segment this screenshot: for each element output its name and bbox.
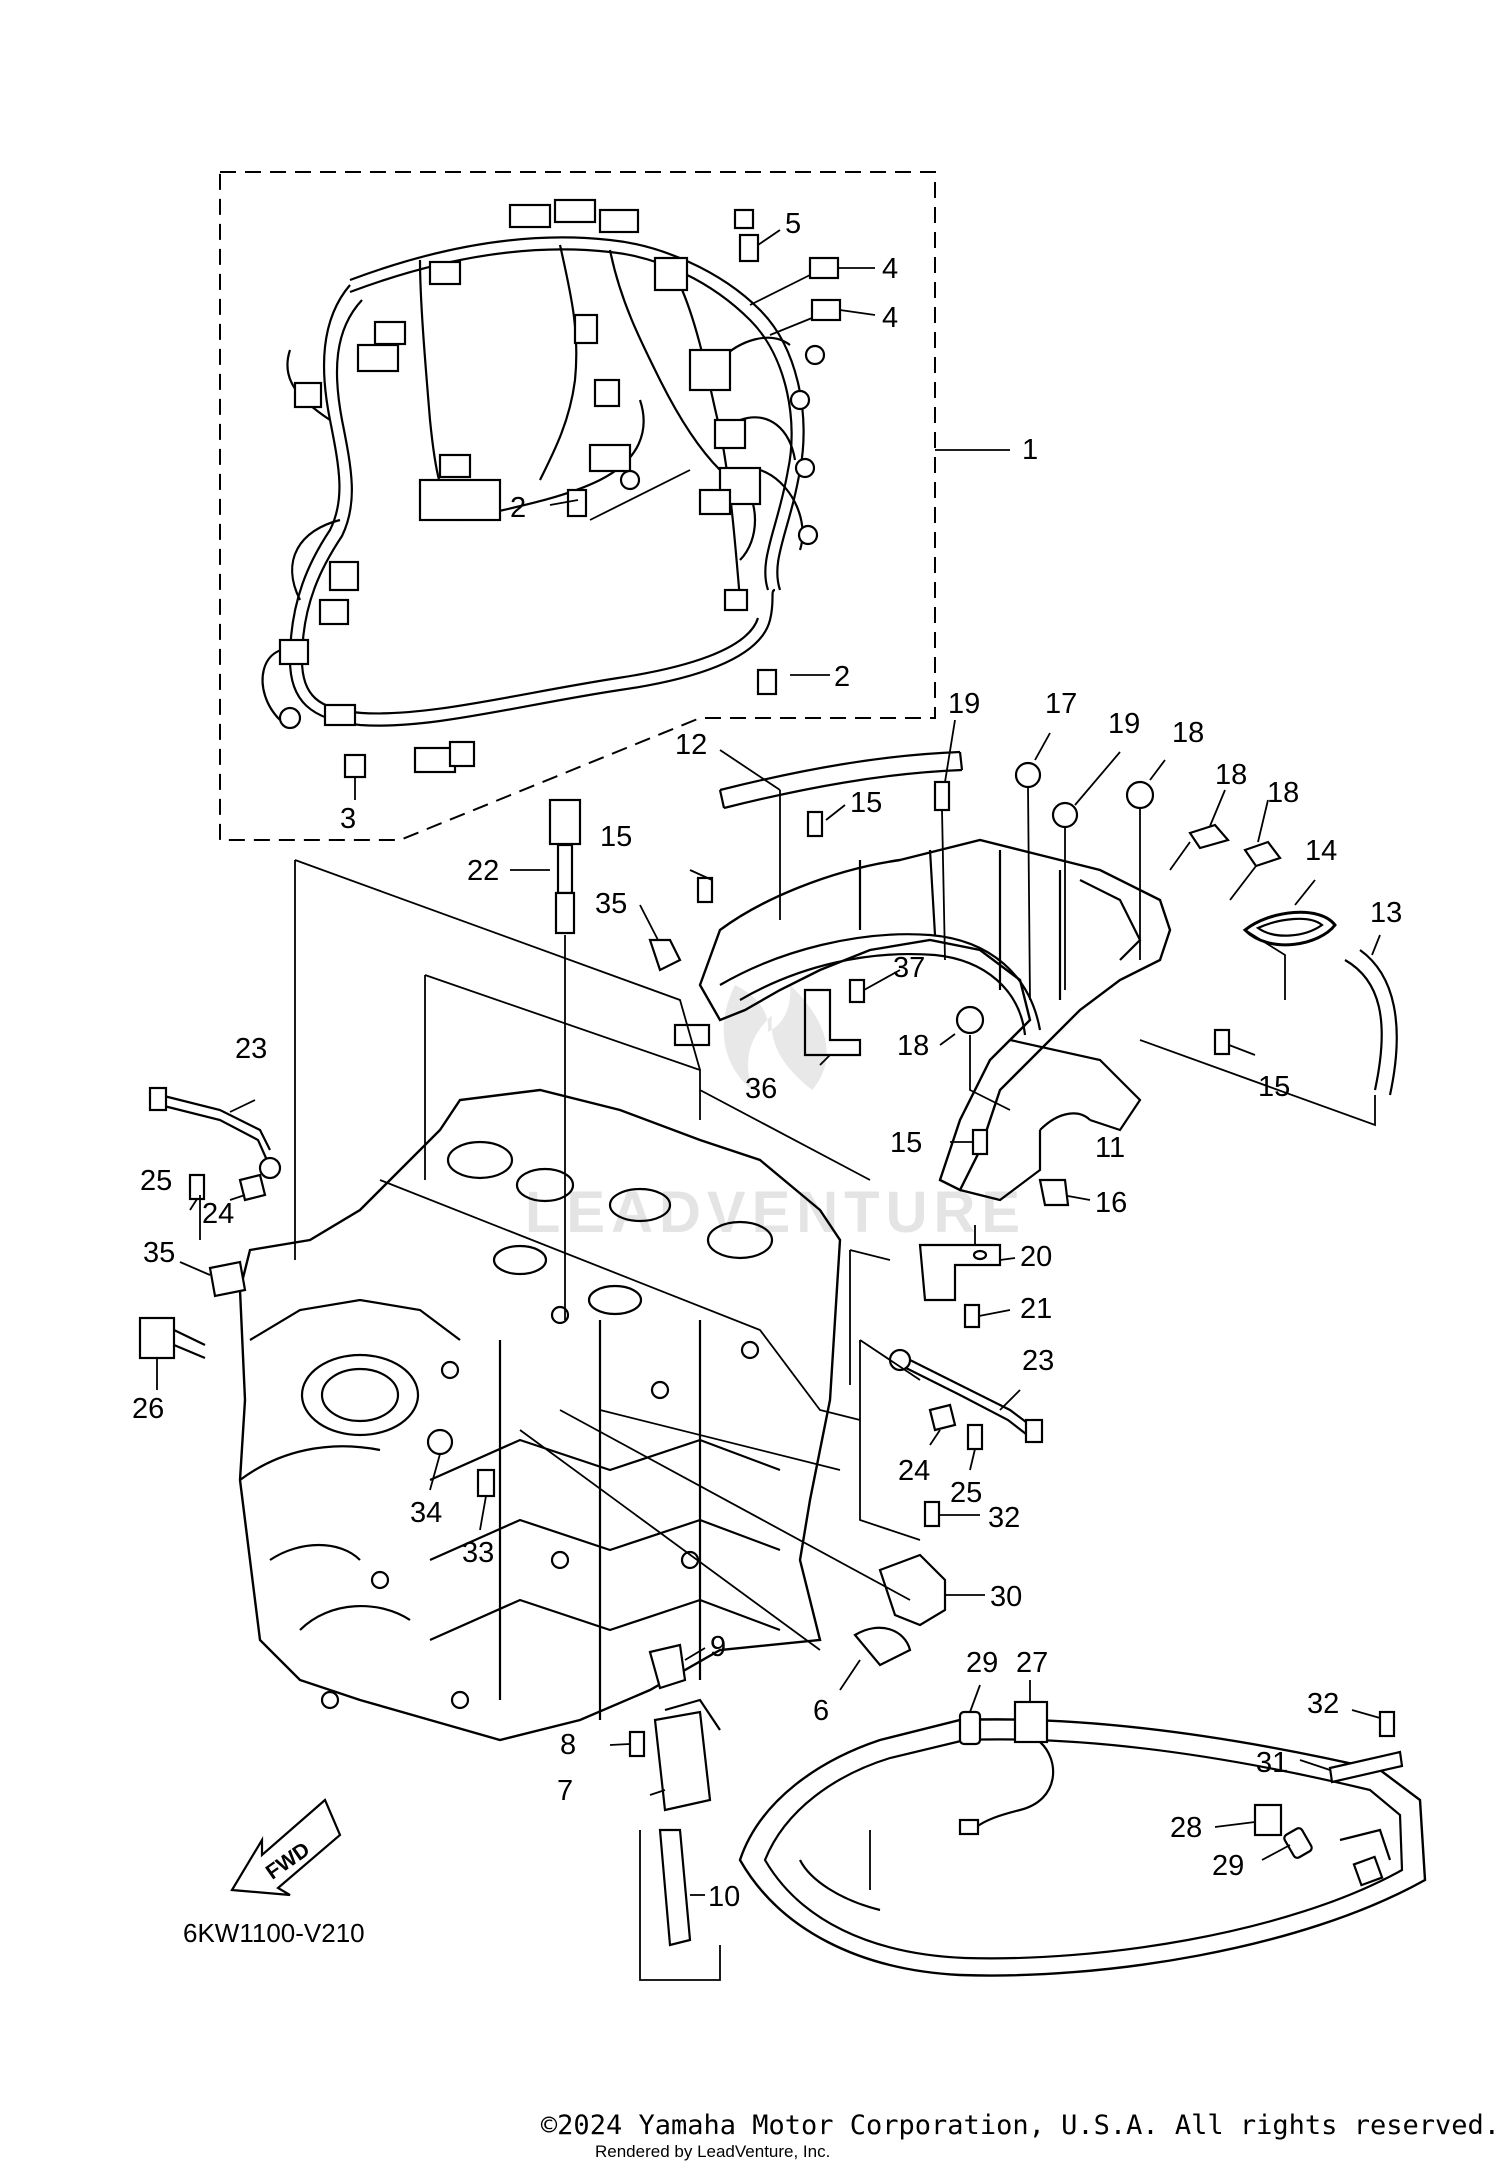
callout-37: 37 xyxy=(893,952,925,984)
bottom-tray-group xyxy=(628,1500,1427,1977)
callout-4-lower: 4 xyxy=(882,302,898,334)
callout-23-lower: 23 xyxy=(1022,1345,1054,1377)
callout-18-d: 18 xyxy=(897,1030,929,1062)
callout-19-b: 19 xyxy=(1108,708,1140,740)
callout-9: 9 xyxy=(710,1631,726,1663)
callout-6: 6 xyxy=(813,1695,829,1727)
callout-27: 27 xyxy=(1016,1647,1048,1679)
callout-19-a: 19 xyxy=(948,688,980,720)
callout-1: 1 xyxy=(1022,434,1038,466)
callout-25-upper: 25 xyxy=(140,1165,172,1197)
callout-34: 34 xyxy=(410,1497,442,1529)
callout-labels: 1 2 2 3 4 4 5 6 7 8 9 10 11 12 13 14 15 … xyxy=(132,208,1402,1913)
callout-18-b: 18 xyxy=(1215,759,1247,791)
callout-26: 26 xyxy=(132,1393,164,1425)
callout-8: 8 xyxy=(560,1729,576,1761)
callout-22: 22 xyxy=(467,855,499,887)
callout-33: 33 xyxy=(462,1537,494,1569)
callout-14: 14 xyxy=(1305,835,1337,867)
callout-31: 31 xyxy=(1256,1747,1288,1779)
callout-11: 11 xyxy=(1095,1132,1125,1164)
callout-29-upper: 29 xyxy=(966,1647,998,1679)
callout-2-lower: 2 xyxy=(834,661,850,693)
diagram-code: 6KW1100-V210 xyxy=(183,1918,365,1948)
watermark: LEADVENTURE xyxy=(525,985,1026,1245)
callout-24-lower: 24 xyxy=(898,1455,930,1487)
callout-3: 3 xyxy=(340,803,356,835)
callout-15-d: 15 xyxy=(890,1127,922,1159)
callout-18-a: 18 xyxy=(1172,717,1204,749)
callout-5: 5 xyxy=(785,208,801,240)
callout-17: 17 xyxy=(1045,688,1077,720)
leader-lines xyxy=(156,229,1381,1981)
callout-15-b: 15 xyxy=(600,821,632,853)
callout-18-c: 18 xyxy=(1267,777,1299,809)
wire-harness-group xyxy=(219,171,936,841)
callout-12: 12 xyxy=(675,729,707,761)
watermark-text: LEADVENTURE xyxy=(525,1180,1026,1245)
callout-13: 13 xyxy=(1370,897,1402,929)
callout-30: 30 xyxy=(990,1581,1022,1613)
callout-23-upper: 23 xyxy=(235,1033,267,1065)
callout-2-upper: 2 xyxy=(510,492,526,524)
callout-15-c: 15 xyxy=(1258,1071,1290,1103)
callout-29-lower: 29 xyxy=(1212,1850,1244,1882)
callout-4-upper: 4 xyxy=(882,253,898,285)
callout-32-lower: 32 xyxy=(1307,1688,1339,1720)
callout-32-upper: 32 xyxy=(988,1502,1020,1534)
callout-7: 7 xyxy=(557,1775,573,1807)
callout-20: 20 xyxy=(1020,1241,1052,1273)
callout-35-upper: 35 xyxy=(595,888,627,920)
callout-35-lower: 35 xyxy=(143,1237,175,1269)
callout-15-a: 15 xyxy=(850,787,882,819)
callout-25-lower: 25 xyxy=(950,1477,982,1509)
harness-dashed-box xyxy=(219,171,936,841)
fwd-arrow-icon: FWD xyxy=(230,1798,342,1897)
engine-block-group xyxy=(138,1086,1044,1742)
callout-28: 28 xyxy=(1170,1812,1202,1844)
callout-21: 21 xyxy=(1020,1293,1052,1325)
rendered-by-credit: Rendered by LeadVenture, Inc. xyxy=(595,2142,831,2161)
callout-36: 36 xyxy=(745,1073,777,1105)
callout-16: 16 xyxy=(1095,1187,1127,1219)
callout-24-upper: 24 xyxy=(202,1198,234,1230)
bracket-assembly-group xyxy=(548,750,1398,1329)
copyright-notice: ©2024 Yamaha Motor Corporation, U.S.A. A… xyxy=(540,2110,1500,2141)
callout-10: 10 xyxy=(708,1881,740,1913)
